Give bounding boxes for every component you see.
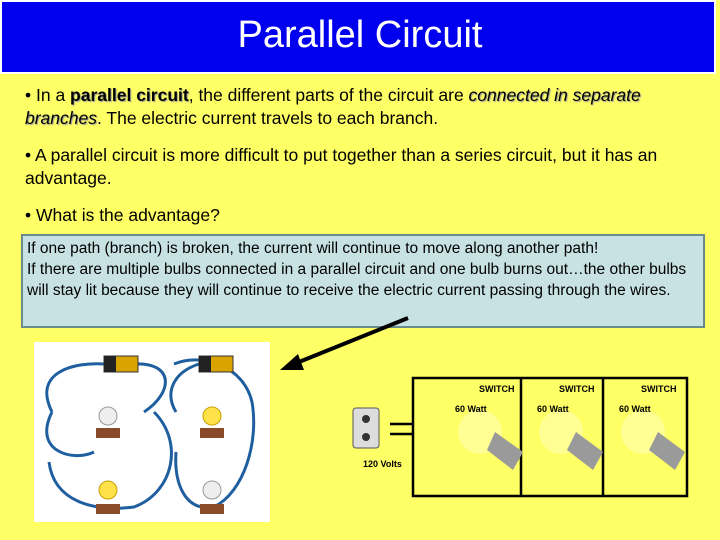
bulb-label-2: 60 Watt	[537, 404, 569, 414]
bulb-label-1: 60 Watt	[455, 404, 487, 414]
switch-label-1: SWITCH	[479, 384, 515, 394]
pointer-arrow	[280, 316, 409, 370]
bullet1-mid: , the different parts of the circuit are	[188, 85, 469, 105]
bullet1-term: parallel circuit	[70, 85, 189, 105]
outlet-label: 120 Volts	[363, 459, 402, 469]
bullet-difficulty: • A parallel circuit is more difficult t…	[25, 145, 658, 188]
household-parallel-wiring-image: 120 Volts 60 Watt 60 Watt 60 Watt SWITCH…	[345, 372, 705, 517]
page-title: Parallel Circuit	[237, 14, 483, 56]
bulb-label-3: 60 Watt	[619, 404, 651, 414]
title-bar	[0, 0, 716, 74]
answer-callout: If one path (branch) is broken, the curr…	[21, 234, 705, 328]
bullet1-prefix: • In a	[25, 85, 71, 105]
switch-label-2: SWITCH	[559, 384, 595, 394]
switch-label-3: SWITCH	[641, 384, 677, 394]
bullet-parallel-definition: • In a parallel circuit, the different p…	[25, 84, 685, 130]
bullet-question: • What is the advantage?	[25, 205, 220, 225]
battery-bulb-circuits-image	[34, 342, 270, 522]
bullet1-emphasis: connected in separate branches	[25, 85, 641, 128]
bullet1-suffix: . The electric current travels to each b…	[97, 108, 439, 128]
callout-line2: If there are multiple bulbs connected in…	[27, 261, 687, 299]
callout-line1: If one path (branch) is broken, the curr…	[27, 240, 599, 257]
